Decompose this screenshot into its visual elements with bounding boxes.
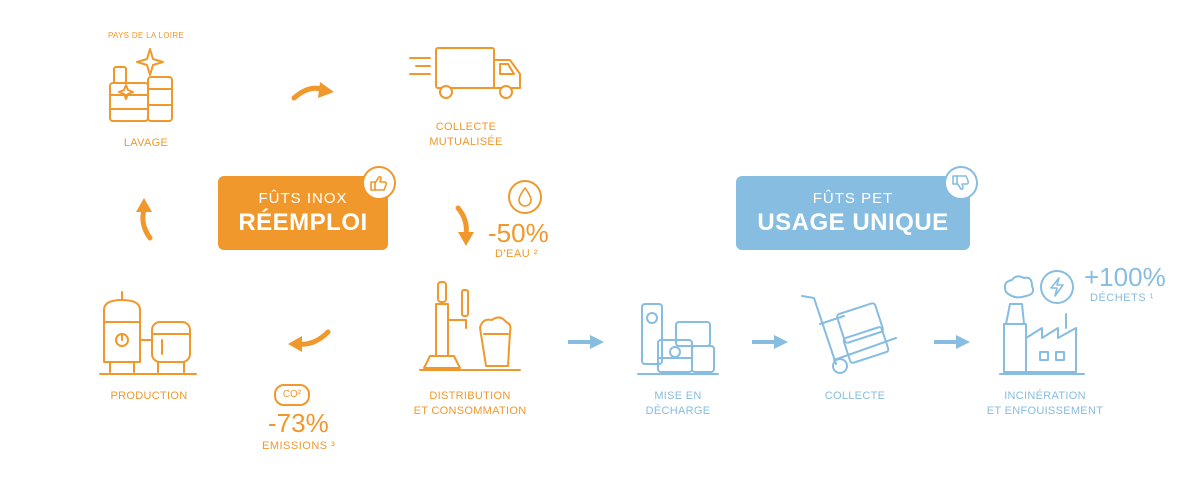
arrow-right-curved-icon: [291, 82, 334, 101]
single-use-badge: FÛTS PET USAGE UNIQUE: [736, 176, 970, 250]
thumbs-down-icon: [952, 175, 970, 191]
emissions-stat-label: EMISSIONS ³: [262, 440, 336, 452]
emissions-stat-value: -73%: [268, 408, 329, 438]
single-use-badge-line1: FÛTS PET: [812, 190, 894, 207]
incineration-label-2: ET ENFOUISSEMENT: [986, 405, 1104, 417]
beer-tap-icon: [419, 281, 521, 371]
reuse-badge-line2: RÉEMPLOI: [238, 209, 368, 236]
water-stat-value: -50%: [488, 218, 549, 248]
mise-en-decharge-label-2: DÉCHARGE: [645, 405, 711, 417]
thumbs-down-badge: [944, 166, 978, 200]
reuse-badge: FÛTS INOX RÉEMPLOI: [218, 176, 388, 250]
collecte-label-1: COLLECTE: [435, 121, 497, 133]
dumped-kegs-icon: [637, 303, 719, 375]
arrow-down-curved-icon: [455, 205, 474, 246]
single-use-badge-line2: USAGE UNIQUE: [757, 209, 949, 236]
incineration-label-1: INCINÉRATION: [1004, 390, 1086, 402]
delivery-truck-icon: [409, 47, 521, 99]
arrow-up-curved-icon: [136, 198, 153, 241]
water-drop-badge: [508, 180, 542, 214]
collecte-label-2: MUTUALISÉE: [429, 136, 503, 148]
energy-bolt-badge: [1040, 270, 1074, 304]
region-label: PAYS DE LA LOIRE: [107, 31, 185, 40]
washing-kegs-icon: [109, 48, 173, 122]
thumbs-up-icon: [370, 175, 388, 191]
factory-incinerator-icon: [999, 275, 1085, 375]
water-stat-label: D'EAU ²: [495, 248, 538, 260]
production-label: PRODUCTION: [110, 390, 188, 402]
hand-truck-icon: [801, 295, 897, 374]
waste-stat-label: DÉCHETS ¹: [1090, 292, 1154, 304]
arrow-left-curved-icon: [288, 329, 331, 352]
arrow-right-icon: [752, 335, 788, 349]
brewery-tanks-icon: [99, 291, 197, 375]
reuse-badge-line1: FÛTS INOX: [258, 190, 348, 207]
water-drop-icon: [518, 187, 532, 207]
lavage-label: LAVAGE: [123, 137, 169, 149]
thumbs-up-badge: [362, 166, 396, 200]
arrow-right-icon: [568, 335, 604, 349]
distribution-label-1: DISTRIBUTION: [429, 390, 511, 402]
waste-stat-value: +100%: [1084, 262, 1166, 292]
energy-bolt-icon: [1050, 277, 1064, 297]
collecte-single-label: COLLECTE: [824, 390, 886, 402]
distribution-label-2: ET CONSOMMATION: [413, 405, 527, 417]
co2-cloud-icon: CO²: [274, 384, 310, 406]
arrow-right-icon: [934, 335, 970, 349]
mise-en-decharge-label-1: MISE EN: [654, 390, 702, 402]
